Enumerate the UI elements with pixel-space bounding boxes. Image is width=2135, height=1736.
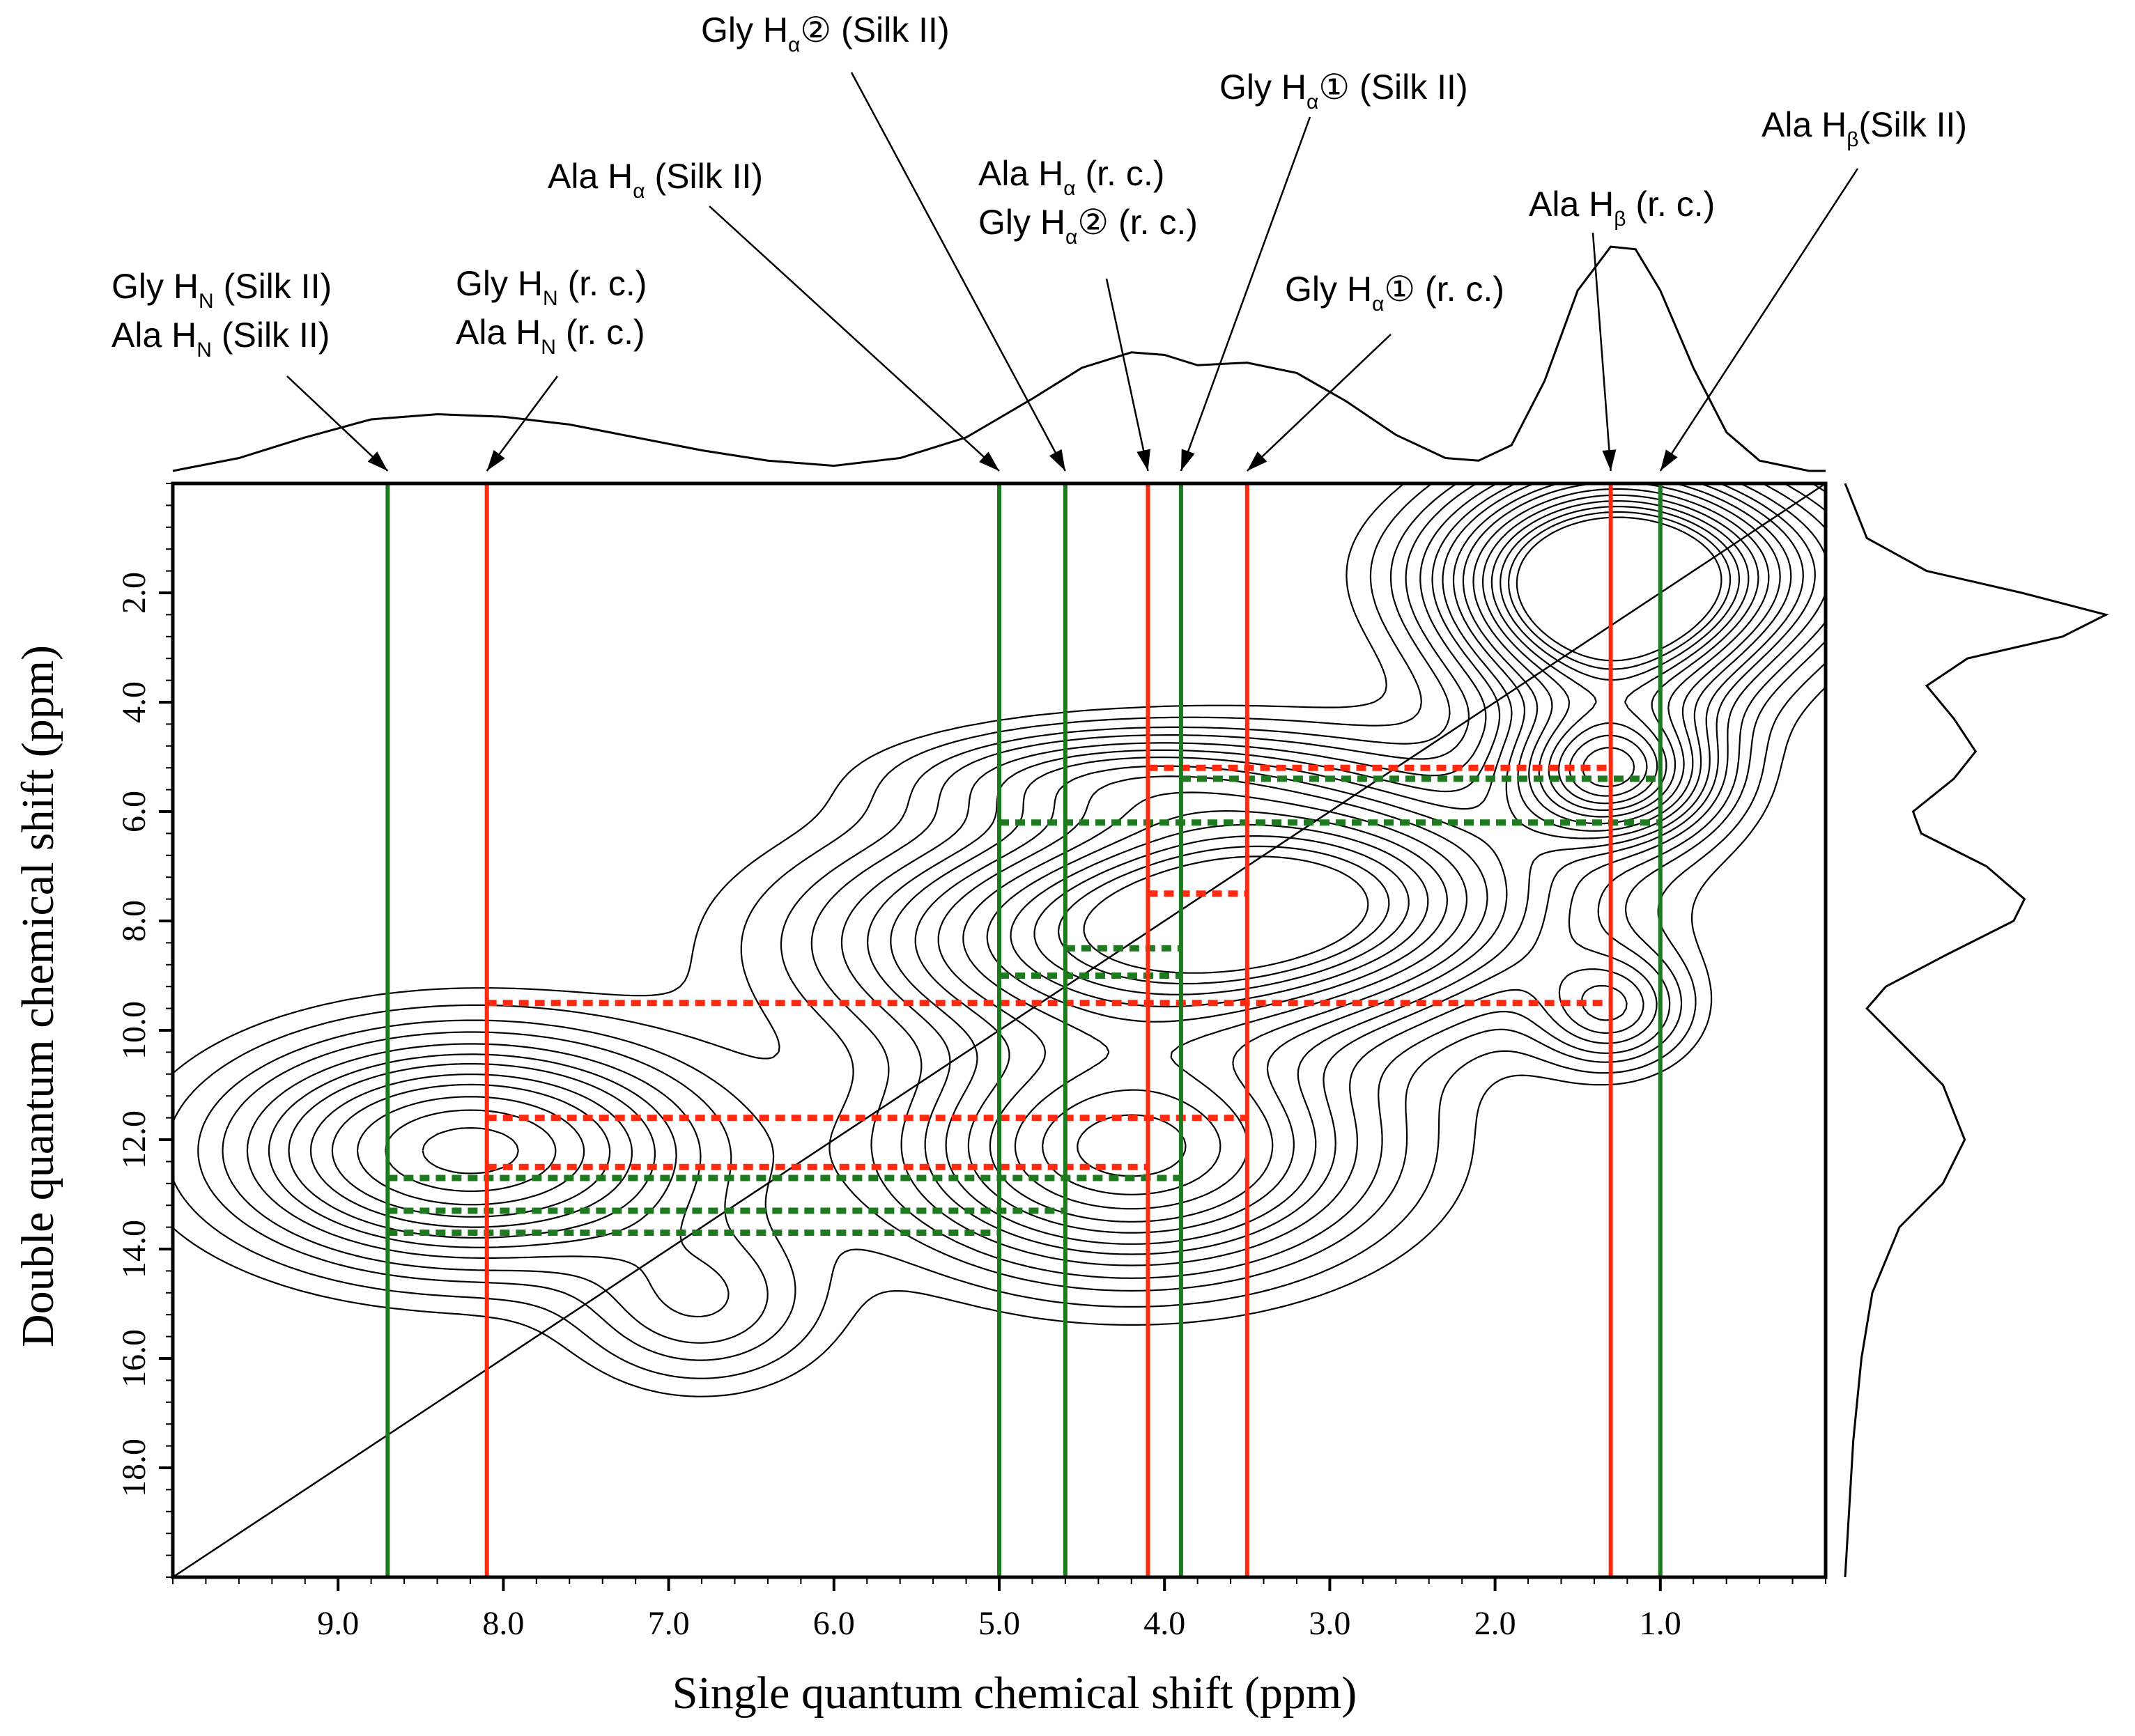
contour-level-15 [1083, 516, 1722, 974]
annotation-label: Ala Hβ (r. c.) [1529, 185, 1715, 231]
annotation-arrowhead [1602, 449, 1617, 471]
y-tick-label: 4.0 [116, 681, 153, 723]
annotation-arrow-line [850, 72, 1066, 472]
annotation-label: Gly Hα① (r. c.) [1285, 270, 1504, 316]
assignment-lines [385, 483, 1663, 1577]
annotation-label: Ala Hα (r. c.) [978, 154, 1164, 200]
y-axis-ticks: 2.0 4.0 6.0 8.0 10.0 12.0 14.0 16.0 18.0 [116, 483, 173, 1578]
contour-level-14 [1057, 511, 1732, 985]
contour-level-1 [173, 483, 1826, 1397]
x-tick-label: 1.0 [1640, 1605, 1681, 1642]
annotation-label: Gly Hα① (Silk II) [1219, 68, 1468, 114]
contour-level-13 [1033, 506, 1740, 995]
peak-annotations: Gly HN (Silk II)Ala HN (Silk II) Gly HN (… [111, 10, 1967, 472]
y-tick-label: 2.0 [116, 572, 153, 614]
annotation-arrowhead [367, 451, 388, 471]
contour-level-12 [422, 500, 1750, 1177]
x-tick-label: 8.0 [482, 1605, 524, 1642]
y-tick-label: 18.0 [116, 1439, 153, 1497]
annotation-label: Gly Hα② (Silk II) [701, 10, 950, 56]
annotation-arrowhead [1660, 449, 1678, 471]
annotation-arrowhead [979, 451, 999, 471]
annotation-label: Gly HN (r. c.) [456, 264, 647, 310]
annotation-arrow-line [286, 375, 389, 472]
top-projection-spectrum [172, 245, 1826, 472]
annotation-label: Gly HN (Silk II) [111, 267, 332, 313]
x-tick-label: 3.0 [1309, 1605, 1350, 1642]
x-axis-title: Single quantum chemical shift (ppm) [672, 1668, 1357, 1719]
y-tick-label: 16.0 [116, 1329, 153, 1388]
x-tick-label: 6.0 [813, 1605, 855, 1642]
annotation-arrowhead [1247, 451, 1267, 471]
y-tick-label: 6.0 [116, 791, 153, 832]
contour-level-2 [173, 483, 1826, 1379]
annotation-label: Ala HN (Silk II) [111, 316, 330, 362]
y-tick-label: 14.0 [116, 1220, 153, 1278]
contour-level-3 [197, 483, 1826, 1361]
contour-level-7 [288, 483, 1804, 1245]
y-axis-title: Double quantum chemical shift (ppm) [13, 645, 63, 1347]
contour-level-11 [385, 494, 1759, 1195]
x-tick-label: 5.0 [978, 1605, 1020, 1642]
contour-level-10 [356, 488, 1770, 1210]
x-tick-label: 7.0 [648, 1605, 690, 1642]
correlation-lines [387, 764, 1660, 1236]
x-tick-label: 4.0 [1143, 1605, 1185, 1642]
contour-level-9 [331, 483, 1781, 1223]
annotation-arrowhead [486, 449, 505, 471]
y-tick-label: 10.0 [116, 1001, 153, 1060]
x-axis-ticks: 9.0 8.0 7.0 6.0 5.0 4.0 3.0 2.0 1.0 [172, 1577, 1826, 1642]
annotation-arrowhead [1136, 449, 1150, 471]
annotation-arrow-line [1105, 278, 1149, 472]
annotation-label: Ala HN (r. c.) [456, 313, 645, 359]
annotation-label: Ala Hα (Silk II) [548, 157, 763, 203]
annotation-arrowhead [1180, 449, 1195, 471]
annotation-arrow-line [1591, 232, 1612, 472]
x-tick-label: 2.0 [1474, 1605, 1516, 1642]
annotation-arrow-line [1180, 116, 1311, 472]
contour-level-4 [222, 483, 1826, 1344]
y-tick-label: 12.0 [116, 1110, 153, 1169]
annotation-arrowhead [1049, 449, 1065, 471]
contour-level-6 [268, 483, 1816, 1255]
annotation-arrow-line [1659, 168, 1859, 472]
annotation-arrow-line [709, 206, 1000, 472]
y-tick-label: 8.0 [116, 900, 153, 942]
annotation-arrow-line [1246, 334, 1392, 472]
x-tick-label: 9.0 [317, 1605, 359, 1642]
right-projection-spectrum [1844, 483, 2109, 1578]
annotation-label: Gly Hα② (r. c.) [978, 203, 1198, 249]
annotation-label: Ala Hβ(Silk II) [1762, 105, 1967, 151]
